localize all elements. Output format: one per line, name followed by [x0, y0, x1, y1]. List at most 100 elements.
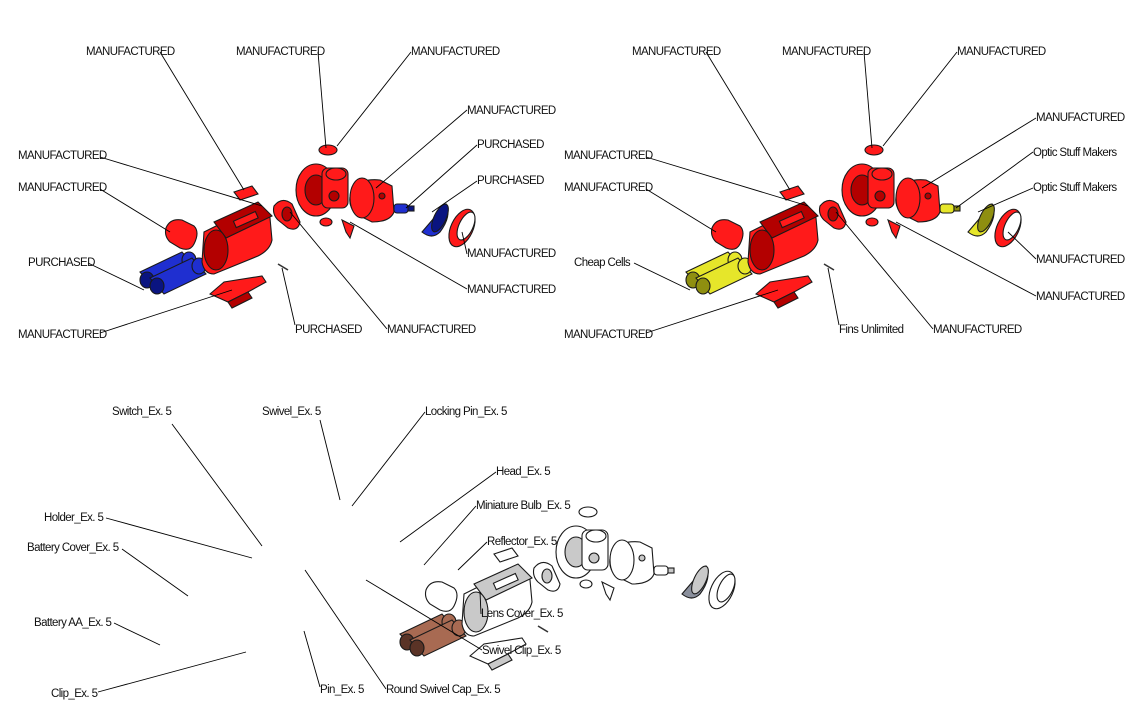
- clip-leader-line: [645, 289, 779, 334]
- head-label: Head_Ex. 5: [496, 466, 550, 478]
- head-label: MANUFACTURED: [1036, 112, 1125, 124]
- lens-cover-leader-line: [461, 231, 468, 255]
- clip-leader-line: [97, 651, 247, 693]
- lens-cover-part: [994, 208, 1022, 248]
- lens-cover-label: MANUFACTURED: [1036, 254, 1125, 266]
- battery-cover-leader-line: [645, 188, 717, 233]
- reflector-leader-line: [431, 180, 478, 213]
- battery-cover-leader-line: [121, 548, 189, 597]
- battery-label: PURCHASED: [28, 257, 95, 269]
- swivel-label: MANUFACTURED: [236, 46, 325, 58]
- head-label: MANUFACTURED: [467, 105, 556, 117]
- parts-group-1: [139, 144, 476, 309]
- pin-part: [277, 263, 289, 271]
- battery-cover-part: [710, 219, 744, 250]
- lens-cover-leader-line: [479, 591, 482, 615]
- bulb-part: [939, 203, 961, 214]
- battery-cover-label: Battery Cover_Ex. 5: [27, 542, 119, 554]
- head-leader-line: [921, 117, 1037, 189]
- pin-label: Fins Unlimited: [839, 324, 904, 336]
- bulb-label: Miniature Bulb_Ex. 5: [476, 500, 570, 512]
- bulb-part: [653, 565, 675, 576]
- pin-part: [823, 263, 835, 271]
- holder-part: [461, 563, 533, 637]
- head-leader-line: [399, 471, 497, 543]
- reflector-part: [681, 565, 709, 599]
- pin-label: Pin_Ex. 5: [320, 684, 364, 696]
- switch-part: [233, 185, 259, 201]
- holder-leader-line: [645, 156, 809, 207]
- round-swivel-cap-leader-line: [835, 211, 934, 330]
- round-swivel-cap-leader-line: [304, 569, 387, 690]
- pin-leader-line: [827, 267, 840, 326]
- clip-leader-line: [99, 289, 233, 334]
- lens-cover-label: Lens Cover_Ex. 5: [481, 608, 563, 620]
- holder-leader-line: [105, 517, 253, 559]
- battery-label: Cheap Cells: [574, 257, 631, 269]
- swivel-leader-line: [317, 51, 327, 149]
- switch-part: [779, 185, 805, 201]
- bulb-part: [393, 203, 415, 214]
- round-swivel-cap-part: [818, 199, 847, 230]
- locking-pin-leader-line: [336, 51, 412, 147]
- holder-leader-line: [99, 156, 263, 207]
- pin-part: [537, 625, 549, 633]
- round-swivel-cap-label: Round Swivel Cap_Ex. 5: [386, 684, 500, 696]
- round-swivel-cap-label: MANUFACTURED: [933, 324, 1022, 336]
- battery-leader-line: [113, 622, 161, 646]
- reflector-label: Reflector_Ex. 5: [487, 536, 557, 548]
- holder-label: MANUFACTURED: [18, 150, 107, 162]
- swivel-label: MANUFACTURED: [782, 46, 871, 58]
- battery-leader-line: [87, 262, 145, 291]
- switch-part: [493, 547, 519, 563]
- pin-leader-line: [303, 630, 321, 688]
- swivel-clip-part: [319, 217, 355, 240]
- swivel-part: [295, 163, 349, 217]
- clip-label: MANUFACTURED: [18, 329, 107, 341]
- locking-pin-leader-line: [351, 411, 426, 507]
- clip-part: [754, 275, 813, 309]
- lens-cover-label: MANUFACTURED: [467, 248, 556, 260]
- battery-cover-label: MANUFACTURED: [564, 182, 653, 194]
- battery-cover-label: MANUFACTURED: [18, 182, 107, 194]
- head-leader-line: [375, 109, 468, 189]
- swivel-clip-leader-line: [895, 221, 1037, 297]
- locking-pin-label: MANUFACTURED: [957, 46, 1046, 58]
- switch-leader-line: [159, 51, 245, 191]
- clip-part: [208, 275, 267, 309]
- battery-part: [399, 613, 467, 657]
- switch-label: MANUFACTURED: [632, 46, 721, 58]
- switch-label: Switch_Ex. 5: [112, 406, 171, 418]
- swivel-clip-label: MANUFACTURED: [467, 284, 556, 296]
- assembly-view-3: [399, 506, 736, 671]
- holder-part: [201, 201, 273, 275]
- head-part: [609, 539, 655, 585]
- bulb-label: Optic Stuff Makers: [1033, 147, 1117, 159]
- locking-pin-label: MANUFACTURED: [411, 46, 500, 58]
- assembly-view-1: [139, 144, 476, 309]
- assembly-view-2: [685, 144, 1022, 309]
- clip-part: [468, 637, 527, 671]
- lens-cover-part: [708, 570, 736, 610]
- reflector-label: Optic Stuff Makers: [1033, 182, 1117, 194]
- clip-label: MANUFACTURED: [564, 329, 653, 341]
- parts-group-2: [685, 144, 1022, 309]
- battery-leader-line: [633, 262, 691, 291]
- swivel-part: [841, 163, 895, 217]
- holder-label: MANUFACTURED: [564, 150, 653, 162]
- locking-pin-part: [578, 506, 598, 518]
- head-part: [895, 177, 941, 223]
- round-swivel-cap-leader-line: [289, 211, 388, 330]
- battery-part: [685, 251, 753, 295]
- swivel-clip-leader-line: [365, 579, 483, 651]
- reflector-part: [421, 203, 449, 237]
- swivel-clip-part: [865, 217, 901, 240]
- holder-label: Holder_Ex. 5: [44, 512, 103, 524]
- swivel-clip-label: MANUFACTURED: [1036, 291, 1125, 303]
- reflector-part: [967, 203, 995, 237]
- swivel-clip-label: Swivel Clip_Ex. 5: [482, 645, 561, 657]
- round-swivel-cap-label: MANUFACTURED: [387, 324, 476, 336]
- reflector-leader-line: [977, 187, 1034, 213]
- bulb-leader-line: [955, 151, 1034, 209]
